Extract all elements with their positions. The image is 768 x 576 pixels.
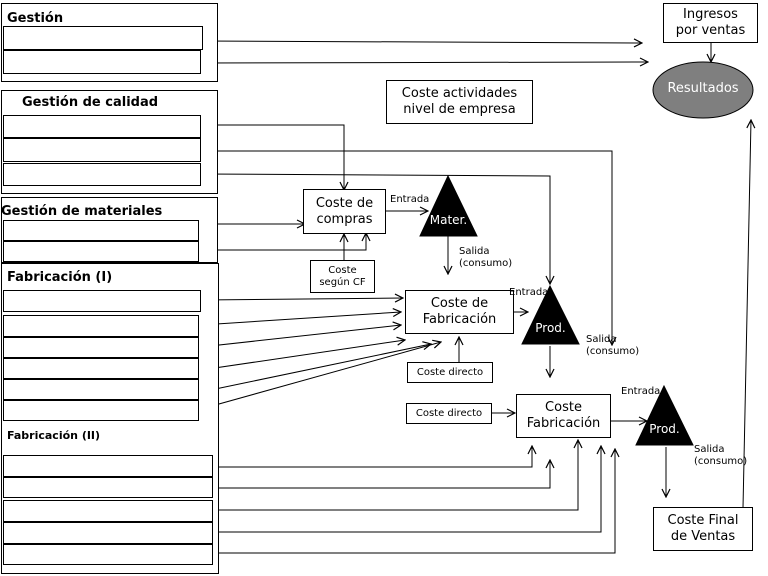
ingresos-box: Ingresos por ventas (663, 3, 758, 43)
coste-actividades-box: Coste actividades nivel de empresa (386, 80, 533, 124)
fab1-slot-3 (3, 337, 199, 358)
arrow-gestion-1 (202, 41, 642, 43)
coste-directo-2-box: Coste directo (406, 403, 492, 424)
arrow-final-resultados (742, 120, 751, 509)
arrow-fab2-2 (213, 460, 550, 489)
arrow-fab2-1 (213, 446, 532, 468)
store-prod1-shape (521, 284, 580, 345)
fab2-slot-2 (3, 477, 213, 498)
fab2-slot-4 (3, 522, 213, 544)
fab1-slot-1 (3, 290, 201, 312)
fab1-slot-6 (3, 400, 199, 421)
fab2-slot-1 (3, 455, 213, 477)
resultados-label: Resultados (667, 81, 739, 96)
coste-directo-1-label: Coste directo (416, 366, 484, 378)
entrada-label-1: Entrada (390, 194, 430, 205)
panel-subtitle: Fabricación (II) (7, 429, 101, 442)
store-prod2-shape (635, 384, 694, 446)
panel-title: Gestión de materiales (1, 204, 163, 219)
fab2-slot-3 (3, 500, 213, 522)
coste-fabricacion-1-box: Coste de Fabricación (405, 290, 514, 334)
arrow-fab1-4 (200, 340, 405, 371)
panel-title: Fabricación (I) (7, 270, 113, 285)
panel-title: Gestión (7, 11, 64, 26)
arrow-materiales-2 (201, 233, 366, 251)
gestion-slot-1 (3, 26, 203, 50)
entrada-label-2: Entrada (509, 287, 549, 298)
arrow-fab1-5 (200, 344, 431, 393)
ingresos-label: Ingresos por ventas (675, 7, 746, 38)
coste-segun-cf-box: Coste según CF (310, 260, 375, 293)
fab2-slot-5 (3, 544, 213, 565)
salida-label-1: Salida (consumo) (459, 246, 513, 269)
coste-segun-cf-label: Coste según CF (319, 264, 366, 288)
arrow-fab2-4 (213, 446, 601, 533)
coste-final-label: Coste Final de Ventas (667, 513, 739, 544)
arrow-gestion-2 (200, 62, 648, 63)
store-prod1-label: Prod. (535, 321, 566, 335)
arrow-fab2-3 (213, 440, 578, 511)
coste-compras-label: Coste de compras (315, 195, 374, 227)
arrow-fab1-2 (200, 312, 401, 326)
salida-label-2: Salida (consumo) (586, 334, 640, 357)
fab1-slot-5 (3, 379, 199, 400)
arrow-calidad-prod (200, 173, 550, 284)
arrow-calidad-salida (216, 150, 612, 345)
salida-label-3: Salida (consumo) (694, 444, 748, 467)
gestion-slot-2 (3, 50, 201, 74)
coste-fabricacion-2-label: Coste Fabricación (526, 400, 601, 431)
coste-directo-1-box: Coste directo (407, 362, 493, 383)
materiales-slot-1 (3, 220, 199, 241)
arrow-fab1-3 (200, 325, 401, 348)
calidad-slot-2 (3, 138, 201, 162)
calidad-slot-3 (3, 163, 201, 186)
arrow-calidad-compras (201, 124, 344, 190)
arrow-fab1-6 (200, 342, 441, 410)
fab1-slot-4 (3, 358, 199, 379)
coste-final-box: Coste Final de Ventas (653, 507, 753, 551)
entrada-label-3: Entrada (621, 386, 661, 397)
coste-actividades-label: Coste actividades nivel de empresa (401, 86, 518, 117)
arrow-fab2-5 (213, 449, 615, 554)
panel-title: Gestión de calidad (22, 95, 159, 110)
calidad-slot-1 (3, 115, 201, 138)
store-prod2-label: Prod. (649, 422, 680, 436)
store-mater-shape (419, 174, 478, 237)
resultados-shape (652, 61, 754, 119)
coste-directo-2-label: Coste directo (415, 407, 483, 419)
coste-fabricacion-2-box: Coste Fabricación (516, 394, 611, 438)
arrow-fab1-1 (200, 298, 403, 300)
fab1-slot-2 (3, 315, 199, 337)
store-mater-label: Mater. (429, 213, 468, 227)
coste-fabricacion-1-label: Coste de Fabricación (422, 296, 497, 327)
materiales-slot-2 (3, 241, 199, 262)
coste-compras-box: Coste de compras (303, 189, 386, 234)
